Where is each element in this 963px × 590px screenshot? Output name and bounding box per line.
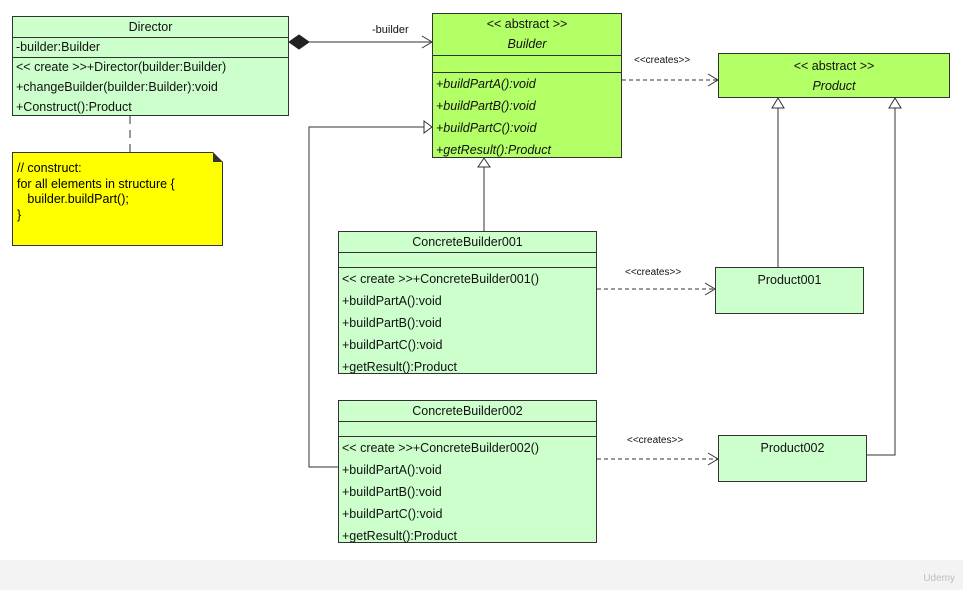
builder-class[interactable]: << abstract >> Builder +buildPartA():voi… — [432, 13, 622, 158]
note-line: // construct: — [17, 161, 82, 175]
aggregation-director-builder — [288, 34, 433, 50]
product-002-class[interactable]: Product002 — [718, 435, 867, 482]
product-header: << abstract >> Product — [719, 54, 949, 96]
generalization-cb001-builder — [477, 157, 491, 231]
builder-class-name: Builder — [507, 37, 547, 51]
concrete-builder-001-operation: +buildPartC():void — [342, 338, 443, 352]
product-stereotype: << abstract >> — [793, 59, 875, 73]
concrete-builder-001-class[interactable]: ConcreteBuilder001 << create >>+Concrete… — [338, 231, 597, 374]
builder-operation: +buildPartA():void — [436, 77, 536, 91]
note-line: for all elements in structure { — [17, 176, 175, 191]
concrete-builder-002-name: ConcreteBuilder002 — [339, 401, 596, 422]
director-operations: << create >>+Director(builder:Builder) +… — [13, 58, 288, 117]
concrete-builder-002-operation: +getResult():Product — [342, 529, 457, 543]
note-fold — [213, 152, 223, 162]
concrete-builder-002-attributes — [339, 422, 596, 437]
note-line: builder.buildPart(); — [17, 192, 129, 206]
generalization-product001-product — [771, 97, 785, 267]
concrete-builder-001-operation: << create >>+ConcreteBuilder001() — [342, 272, 539, 286]
creates-builder-product — [622, 73, 719, 87]
product-001-class[interactable]: Product001 — [715, 267, 864, 314]
concrete-builder-001-operation: +buildPartB():void — [342, 316, 442, 330]
concrete-builder-002-operation: +buildPartA():void — [342, 463, 442, 477]
builder-role-label: -builder — [372, 24, 409, 36]
concrete-builder-002-operation: +buildPartB():void — [342, 485, 442, 499]
concrete-builder-001-name: ConcreteBuilder001 — [339, 232, 596, 253]
concrete-builder-001-operation: +getResult():Product — [342, 360, 457, 374]
note-line: } — [17, 207, 22, 222]
generalization-cb002-builder — [308, 120, 433, 468]
builder-operations: +buildPartA():void +buildPartB():void +b… — [433, 73, 621, 161]
creates-cb001-product001 — [597, 282, 716, 296]
director-class-name: Director — [13, 17, 288, 38]
builder-attributes — [433, 56, 621, 73]
builder-operation: +getResult():Product — [436, 143, 551, 157]
bottom-strip — [0, 560, 963, 590]
creates-label: <<creates>> — [625, 267, 682, 278]
concrete-builder-002-class[interactable]: ConcreteBuilder002 << create >>+Concrete… — [338, 400, 597, 543]
builder-operation: +buildPartC():void — [436, 121, 537, 135]
concrete-builder-002-operations: << create >>+ConcreteBuilder002() +build… — [339, 437, 596, 547]
concrete-builder-001-attributes — [339, 253, 596, 268]
creates-label: <<creates>> — [634, 55, 691, 66]
concrete-builder-001-operation: +buildPartA():void — [342, 294, 442, 308]
diagram-canvas: Director -builder:Builder << create >>+D… — [0, 0, 963, 560]
builder-header: << abstract >> Builder — [433, 14, 621, 56]
product-class-name: Product — [812, 79, 856, 93]
concrete-builder-002-operation: << create >>+ConcreteBuilder002() — [342, 441, 539, 455]
product-class[interactable]: << abstract >> Product — [718, 53, 950, 98]
creates-cb002-product002 — [597, 452, 719, 466]
concrete-builder-001-operations: << create >>+ConcreteBuilder001() +build… — [339, 268, 596, 378]
director-attributes: -builder:Builder — [13, 38, 288, 58]
builder-stereotype: << abstract >> — [486, 17, 568, 31]
director-operation: +changeBuilder(builder:Builder):void — [16, 80, 218, 94]
watermark-logo: Udemy — [923, 573, 955, 584]
construct-note[interactable]: // construct: for all elements in struct… — [12, 152, 223, 246]
product-002-name: Product002 — [760, 441, 825, 455]
concrete-builder-002-operation: +buildPartC():void — [342, 507, 443, 521]
director-attribute: -builder:Builder — [16, 40, 101, 54]
creates-label: <<creates>> — [627, 435, 684, 446]
director-operation: +Construct():Product — [16, 100, 132, 114]
product-001-name: Product001 — [757, 273, 822, 287]
connectors — [129, 34, 902, 468]
director-operation: << create >>+Director(builder:Builder) — [16, 60, 227, 74]
generalization-product002-product — [867, 97, 902, 456]
builder-operation: +buildPartB():void — [436, 99, 536, 113]
director-class[interactable]: Director -builder:Builder << create >>+D… — [12, 16, 289, 116]
